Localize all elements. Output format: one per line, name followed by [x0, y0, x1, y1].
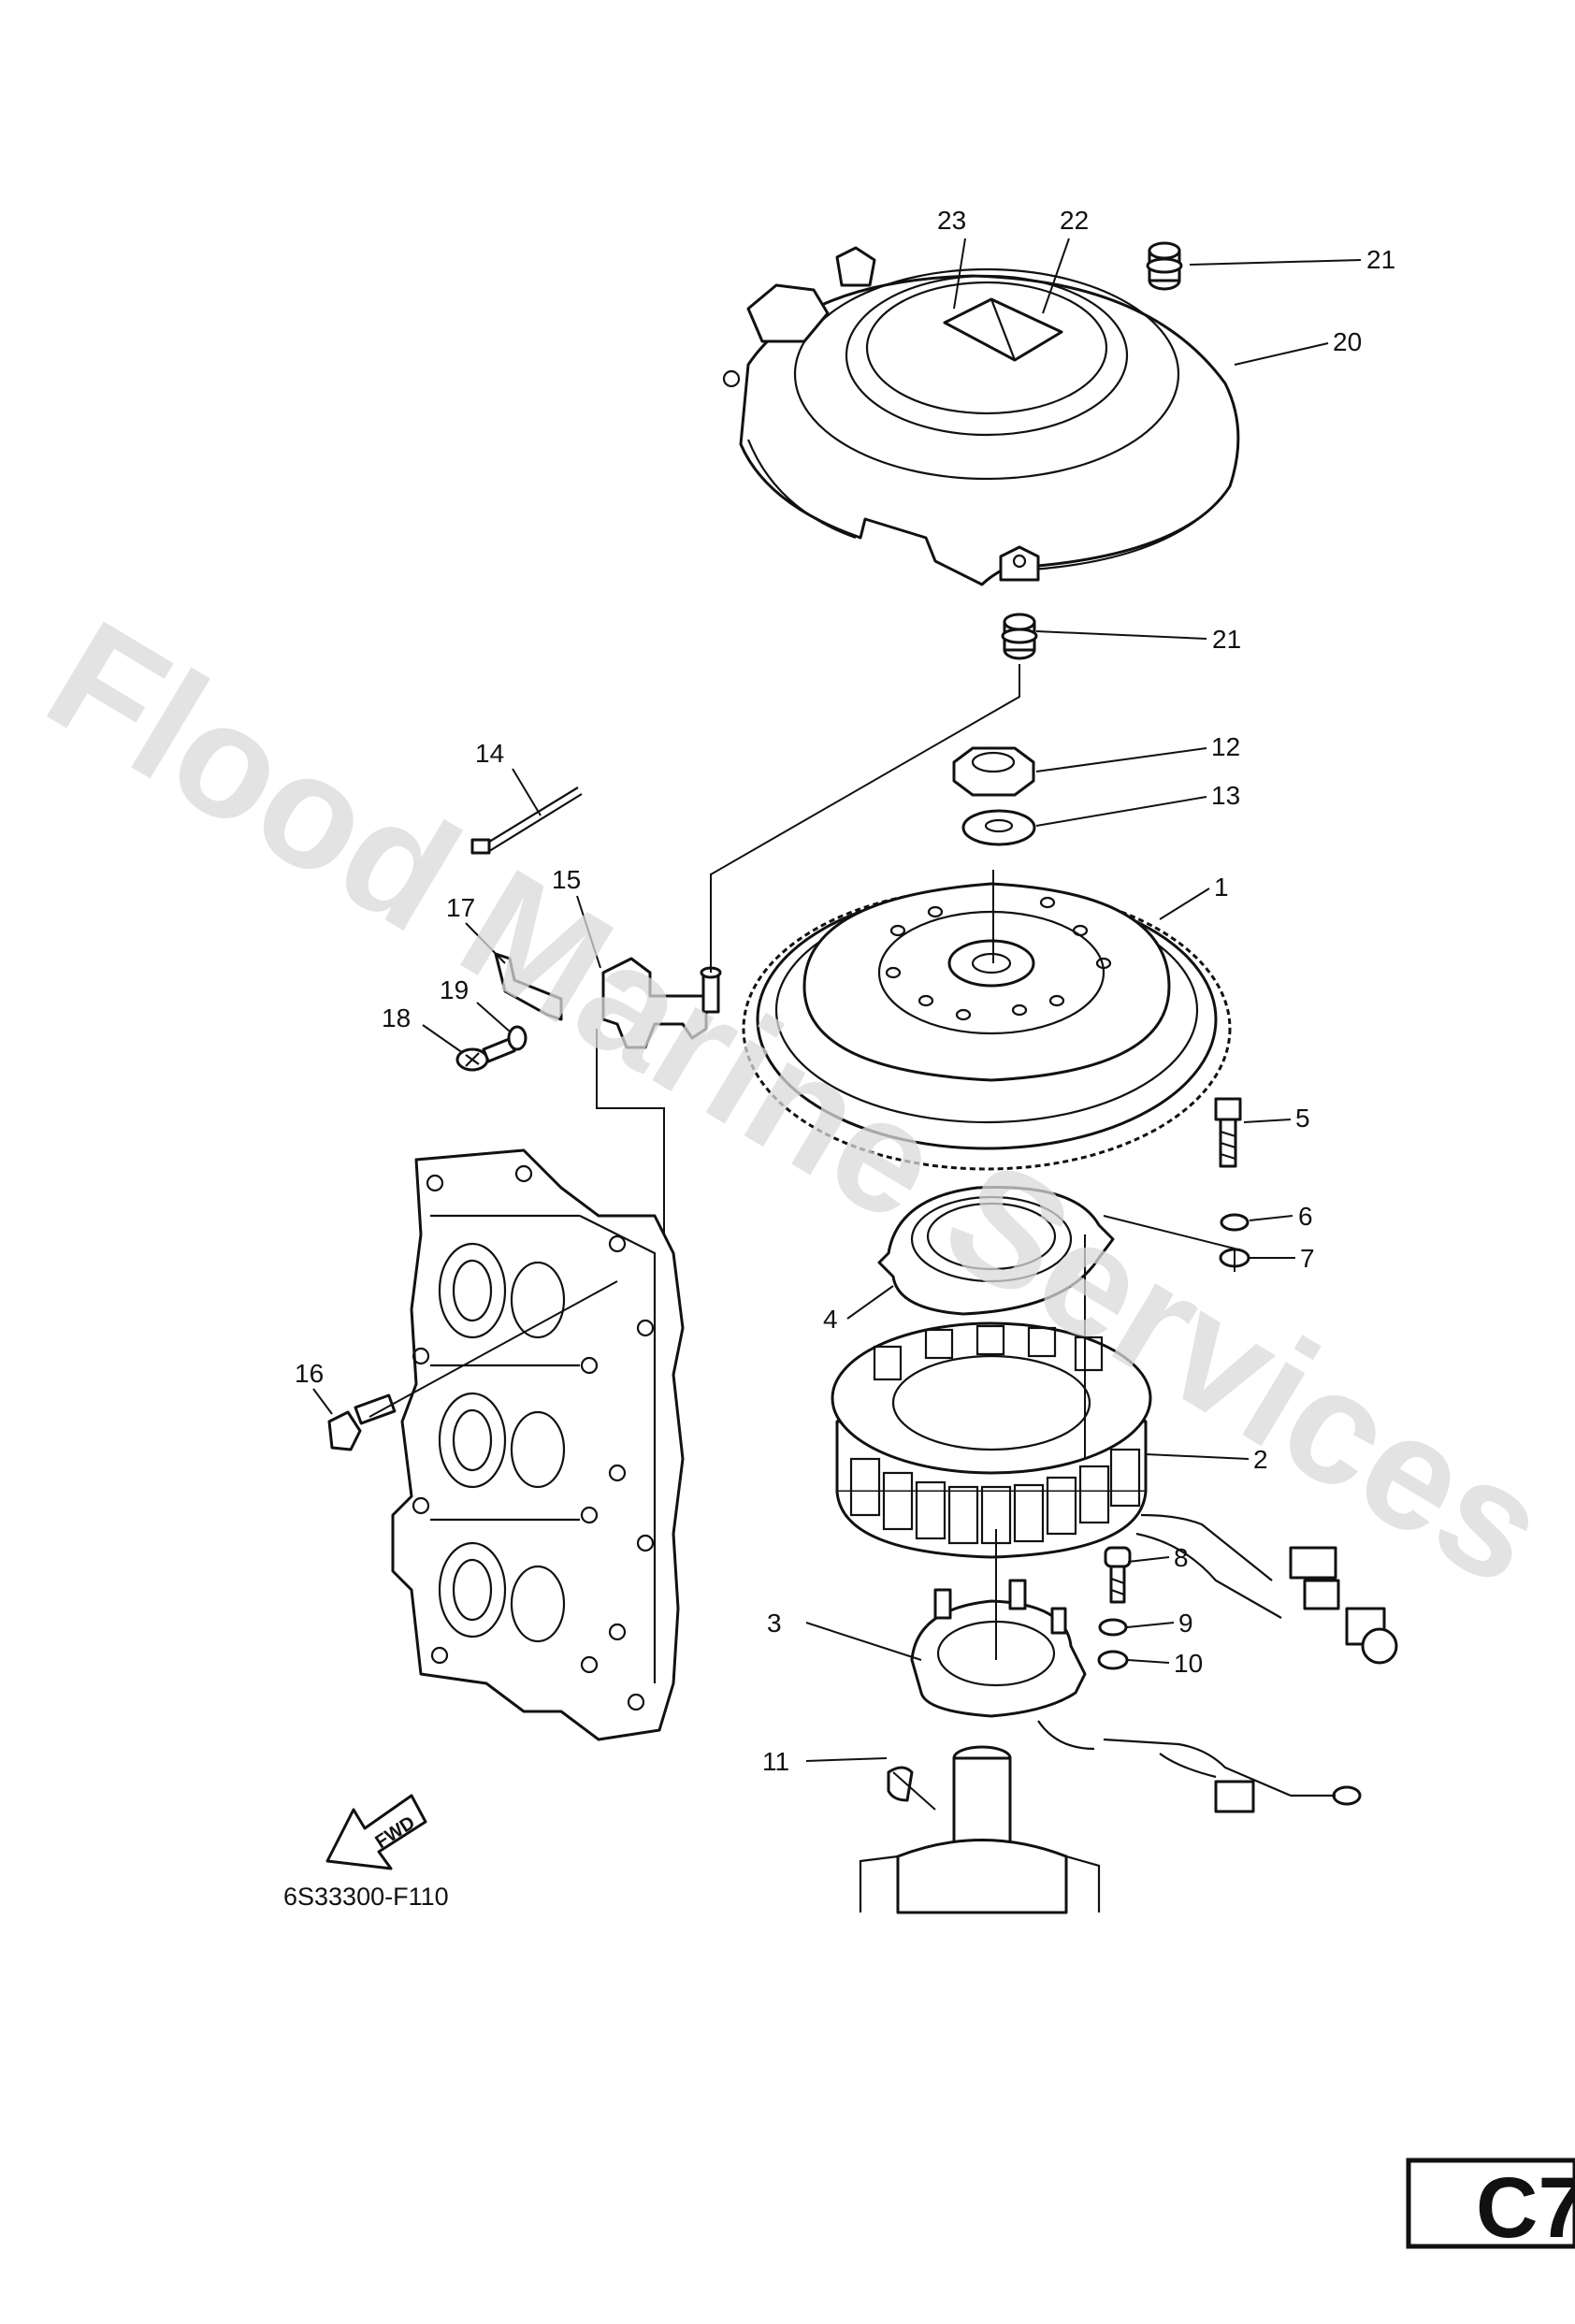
- callout-12: 12: [1211, 732, 1240, 761]
- callout-9: 9: [1178, 1609, 1193, 1638]
- callout-19: 19: [440, 975, 469, 1004]
- crankshaft-end: [859, 1745, 1101, 1914]
- washer-10: [1097, 1650, 1129, 1670]
- callout-23: 23: [937, 206, 966, 235]
- bracket-15: [601, 957, 722, 1049]
- screw-8: [1104, 1546, 1132, 1604]
- flywheel-cover: [722, 246, 1240, 586]
- callout-10: 10: [1174, 1649, 1203, 1678]
- bracket-17: [494, 952, 563, 1021]
- flywheel-washer: [961, 809, 1036, 846]
- watermark-text: Flood Marine Services: [20, 586, 1575, 1620]
- cable-tie-14: [470, 787, 583, 855]
- grommet-bottom: [1001, 613, 1038, 660]
- lock-washer-9: [1098, 1618, 1128, 1637]
- callout-21-top: 21: [1366, 245, 1395, 274]
- callout-11: 11: [762, 1747, 789, 1776]
- page-ref-label: C7: [1476, 2160, 1575, 2256]
- bolt-5: [1214, 1097, 1242, 1168]
- callout-7: 7: [1300, 1244, 1315, 1273]
- woodruff-key-11: [887, 1766, 914, 1802]
- washer-19: [507, 1025, 527, 1051]
- callout-2: 2: [1253, 1445, 1268, 1474]
- callout-5: 5: [1295, 1104, 1310, 1133]
- callout-15: 15: [552, 865, 581, 894]
- screw-16: [327, 1393, 397, 1451]
- stator-base-plate: [877, 1186, 1115, 1316]
- callout-leaders: [312, 238, 1362, 1811]
- callout-3: 3: [767, 1609, 782, 1638]
- cylinder-block: [391, 1148, 685, 1741]
- callout-16: 16: [295, 1359, 324, 1388]
- diagram-code: 6S33300-F110: [283, 1883, 449, 1911]
- screw-18: [455, 1037, 516, 1072]
- callout-21-bottom: 21: [1212, 625, 1241, 654]
- callout-labels: 23 22 21 20 21 12 13 1 5 6 7 4 2 8 9 10 …: [295, 206, 1395, 1776]
- callout-1: 1: [1214, 873, 1229, 902]
- lock-washer-6: [1220, 1213, 1250, 1232]
- grommet-top: [1146, 241, 1183, 291]
- callout-20: 20: [1333, 327, 1362, 356]
- callout-18: 18: [382, 1003, 411, 1032]
- callout-17: 17: [446, 893, 475, 922]
- page-reference: C7: [1406, 2158, 1575, 2256]
- flywheel: [742, 882, 1232, 1171]
- callout-8: 8: [1174, 1543, 1189, 1572]
- callout-22: 22: [1060, 206, 1089, 235]
- callout-13: 13: [1211, 781, 1240, 810]
- fwd-arrow-icon: FWD: [325, 1794, 427, 1870]
- callout-6: 6: [1298, 1202, 1313, 1231]
- callout-4: 4: [823, 1305, 838, 1334]
- stator-coil: [831, 1321, 1398, 1665]
- assembly-lines: [368, 664, 1235, 1660]
- callout-14: 14: [475, 739, 504, 768]
- flywheel-nut: [952, 746, 1035, 797]
